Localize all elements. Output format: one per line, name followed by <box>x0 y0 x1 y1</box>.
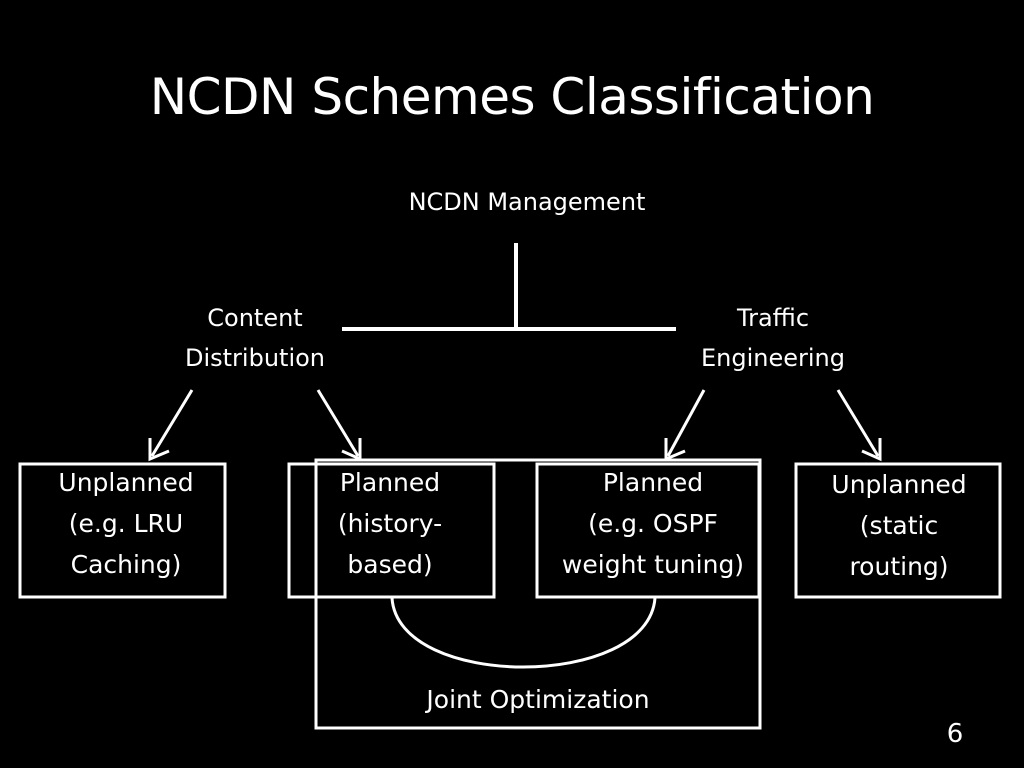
leaf-planned-ospf: Planned (e.g. OSPF weight tuning) <box>538 462 768 585</box>
branch-content-distribution: Content Distribution <box>150 298 360 378</box>
leaf-label-line: routing) <box>849 552 949 581</box>
box-unplanned-lru <box>18 462 227 599</box>
leaf-label-line: (history- <box>337 509 443 538</box>
leaf-label-line: (e.g. OSPF <box>588 509 718 538</box>
root-node-label: NCDN Management <box>408 188 646 216</box>
leaf-planned-history: Planned (history- based) <box>300 462 480 585</box>
leaf-label-line: Caching) <box>70 550 182 579</box>
leaf-label-line: (static <box>859 511 939 540</box>
arrow-content-to-unplanned <box>148 389 194 462</box>
branch-traffic-engineering: Traffic Engineering <box>668 298 878 378</box>
branch-label-line: Content <box>207 304 303 332</box>
arrow-traffic-to-planned <box>664 389 706 462</box>
leaf-label-line: Unplanned <box>58 468 194 497</box>
leaf-label-line: weight tuning) <box>561 550 745 579</box>
joint-optimization-label: Joint Optimization <box>426 685 650 714</box>
slide-title: NCDN Schemes Classification <box>149 68 875 126</box>
branch-label-line: Traffic <box>736 304 810 332</box>
arrow-traffic-to-unplanned <box>836 389 882 462</box>
leaf-label-line: Unplanned <box>831 470 967 499</box>
leaf-label-line: (e.g. LRU <box>68 509 184 538</box>
leaf-label-line: Planned <box>602 468 704 497</box>
box-planned-history <box>287 462 496 599</box>
page-number: 6 <box>946 719 964 749</box>
leaf-label-line: Planned <box>339 468 441 497</box>
branch-label-line: Engineering <box>701 344 845 372</box>
joint-arc <box>390 597 657 669</box>
box-planned-ospf <box>535 462 761 599</box>
leaf-label-line: based) <box>347 550 433 579</box>
leaf-unplanned-lru: Unplanned (e.g. LRU Caching) <box>22 462 230 585</box>
arrow-content-to-planned <box>316 389 362 462</box>
branch-label-line: Distribution <box>184 344 325 372</box>
box-unplanned-static <box>794 462 1002 599</box>
leaf-unplanned-static: Unplanned (static routing) <box>796 464 1002 587</box>
